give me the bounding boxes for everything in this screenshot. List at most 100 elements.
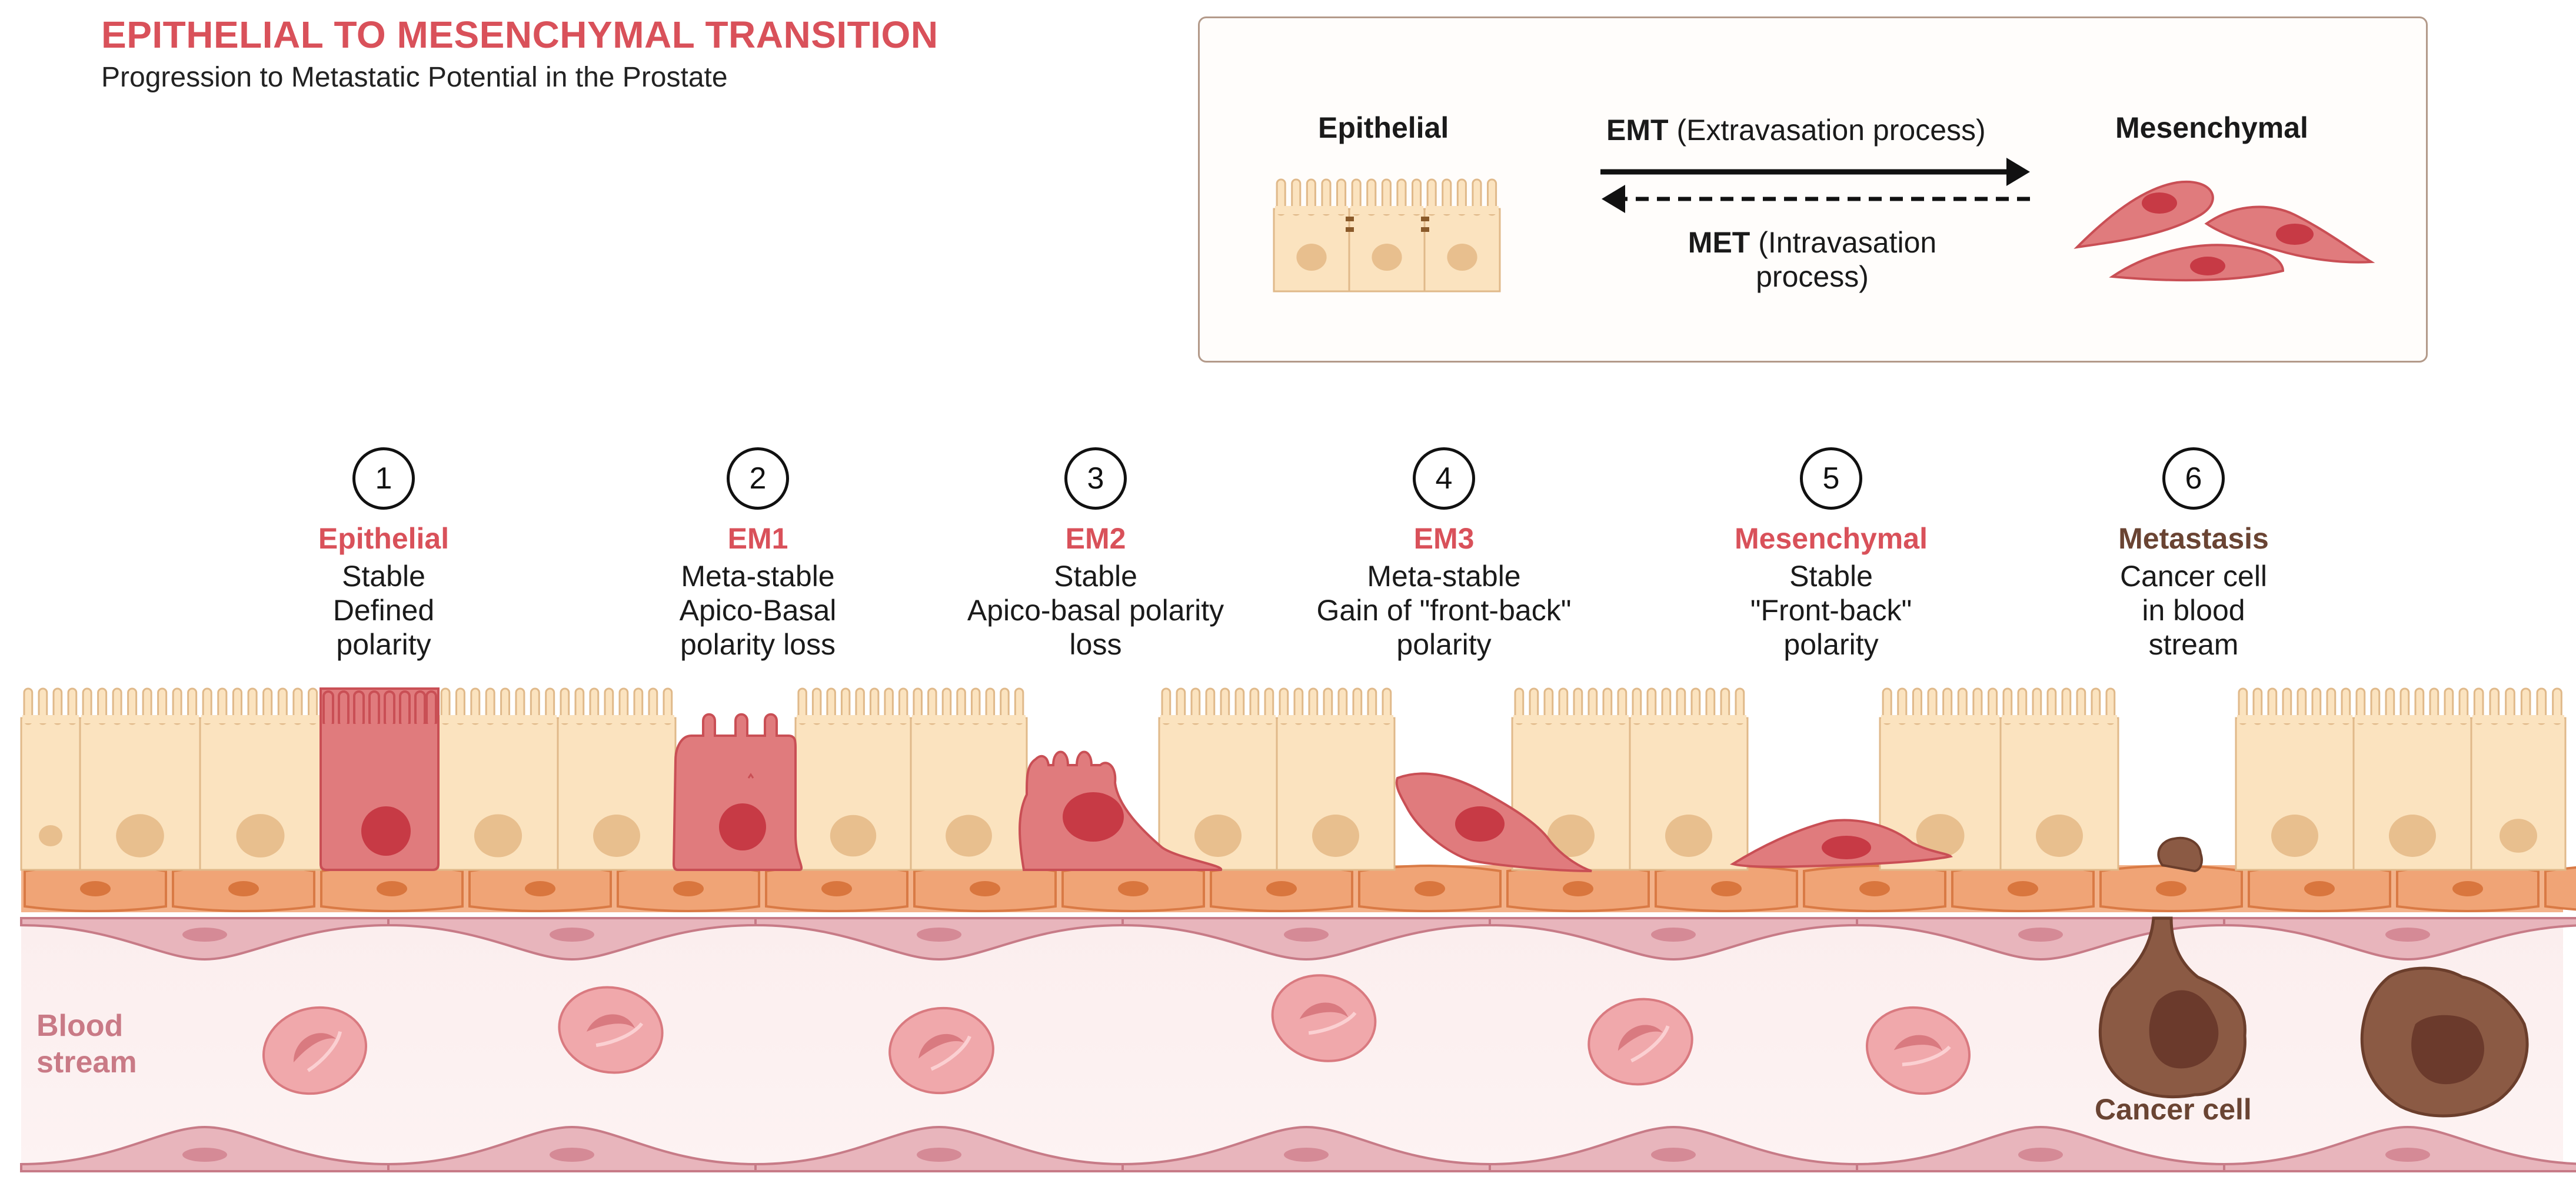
epithelial-cell	[199, 687, 322, 871]
cancer-cell-circulating	[2360, 966, 2529, 1118]
epithelial-cell	[1276, 687, 1396, 871]
stage-number-3: 3	[1064, 447, 1127, 510]
basement-cell-nucleus	[2452, 881, 2483, 896]
emt-arrow	[1600, 158, 2030, 186]
basement-cell-nucleus	[1266, 881, 1297, 896]
page-title: EPITHELIAL TO MESENCHYMAL TRANSITION	[101, 14, 938, 56]
met-description-2: process)	[1756, 260, 1869, 293]
epithelial-cell	[794, 687, 912, 871]
epithelial-cell	[2352, 687, 2472, 871]
epithelial-cell	[557, 687, 677, 871]
endothelial-nucleus	[2018, 1148, 2063, 1162]
basement-cell-nucleus	[2008, 881, 2038, 896]
cancer-cell-in-vessel	[2098, 916, 2246, 1099]
stage-number-1: 1	[352, 447, 415, 510]
stage-name-5: Mesenchymal	[1735, 522, 1928, 555]
endothelial-nucleus	[917, 1148, 961, 1162]
epithelial-cell	[20, 687, 81, 871]
epithelial-cell	[1629, 687, 1749, 871]
basement-cell-nucleus	[2156, 881, 2186, 896]
met-description-1: (Intravasation	[1758, 226, 1937, 259]
stage-description-line: polarity	[1396, 628, 1492, 661]
basement-cell-nucleus	[525, 881, 555, 896]
stage-description-line: Apico-Basal	[679, 594, 837, 627]
epithelial-cell	[2235, 687, 2355, 871]
basement-cell-nucleus	[1711, 881, 1742, 896]
junction-mark	[1346, 227, 1354, 232]
stage-name-6: Metastasis	[2118, 522, 2269, 555]
stage-name-3: EM2	[1065, 522, 1126, 555]
epithelial-cell	[437, 687, 559, 871]
vessel-wall-bottom	[20, 1125, 2576, 1172]
blood-stream-label-line-1: Blood	[36, 1009, 124, 1043]
stage-description-line: Gain of "front-back"	[1316, 594, 1572, 627]
stage2-em1-cell	[672, 713, 803, 871]
basement-cell-nucleus	[377, 881, 407, 896]
stage-description-line: Meta-stable	[681, 560, 835, 593]
red-blood-cell	[1271, 974, 1377, 1062]
endothelial-nucleus	[917, 928, 961, 942]
legend-epithelial-cells	[1273, 178, 1501, 293]
red-blood-cell	[558, 986, 664, 1074]
legend-mesenchymal-label: Mesenchymal	[2115, 111, 2308, 144]
stage-description-line: Cancer cell	[2119, 560, 2268, 593]
met-arrow	[1602, 185, 2030, 213]
red-blood-cell	[888, 1006, 994, 1095]
basement-cell-nucleus	[2304, 881, 2335, 896]
stage-description-5: Stable"Front-back"polarity	[1666, 559, 1996, 662]
junction-mark	[1421, 227, 1429, 232]
stage-description-line: polarity loss	[680, 628, 836, 661]
stage-description-line: Defined	[332, 594, 435, 627]
red-blood-cell	[1865, 1006, 1971, 1095]
stage5-mesenchymal-cell	[1730, 819, 1953, 868]
endothelial-nucleus	[550, 1148, 594, 1162]
epithelial-cell	[1158, 687, 1278, 871]
page-subtitle: Progression to Metastatic Potential in t…	[101, 62, 728, 93]
stage-description-line: polarity	[1783, 628, 1879, 661]
legend-epithelial-cell	[1273, 178, 1350, 293]
stage-description-line: polarity	[336, 628, 431, 661]
legend-mesenchymal-cells	[2074, 180, 2375, 282]
legend-emt-text: EMT (Extravasation process)	[1606, 113, 1986, 147]
endothelial-nucleus	[1651, 1148, 1696, 1162]
stage-name-4: EM3	[1413, 522, 1475, 555]
red-blood-cell	[262, 1006, 368, 1095]
stage-number-2: 2	[727, 447, 789, 510]
legend-epithelial-cell	[1348, 178, 1426, 293]
epithelial-cell	[910, 687, 1028, 871]
endothelial-nucleus	[182, 928, 227, 942]
stage-number-6: 6	[2162, 447, 2225, 510]
endothelial-nucleus	[2385, 928, 2430, 942]
basement-cell-nucleus	[673, 881, 704, 896]
junction-mark	[1421, 217, 1429, 221]
red-blood-cells	[262, 974, 1971, 1095]
endothelial-nucleus	[2385, 1148, 2430, 1162]
basement-cell-nucleus	[228, 881, 259, 896]
emt-abbrev: EMT	[1606, 114, 1669, 147]
stage-description-line: stream	[2148, 628, 2239, 661]
stage-number-4: 4	[1413, 447, 1475, 510]
endothelial-nucleus	[1651, 928, 1696, 942]
endothelial-nucleus	[2018, 928, 2063, 942]
epithelial-cell	[1879, 687, 2002, 871]
basement-cell-nucleus	[1859, 881, 1890, 896]
endothelial-nucleus	[550, 928, 594, 942]
endothelial-nucleus	[1284, 1148, 1329, 1162]
stage-description-line: Stable	[1789, 560, 1873, 593]
epithelial-cell	[79, 687, 201, 871]
epithelial-cell	[2470, 687, 2567, 871]
legend-epithelial-label: Epithelial	[1318, 111, 1449, 144]
basement-cell-nucleus	[1118, 881, 1149, 896]
stage-description-line: Stable	[1054, 560, 1137, 593]
stage-description-line: Meta-stable	[1367, 560, 1521, 593]
stage1-epithelial-cancer-cell	[319, 687, 440, 871]
legend-epithelial-cell	[1423, 178, 1501, 293]
blood-stream-label-line-2: stream	[36, 1045, 137, 1079]
stage-description-line: "Front-back"	[1750, 594, 1912, 627]
met-abbrev: MET	[1688, 226, 1750, 259]
